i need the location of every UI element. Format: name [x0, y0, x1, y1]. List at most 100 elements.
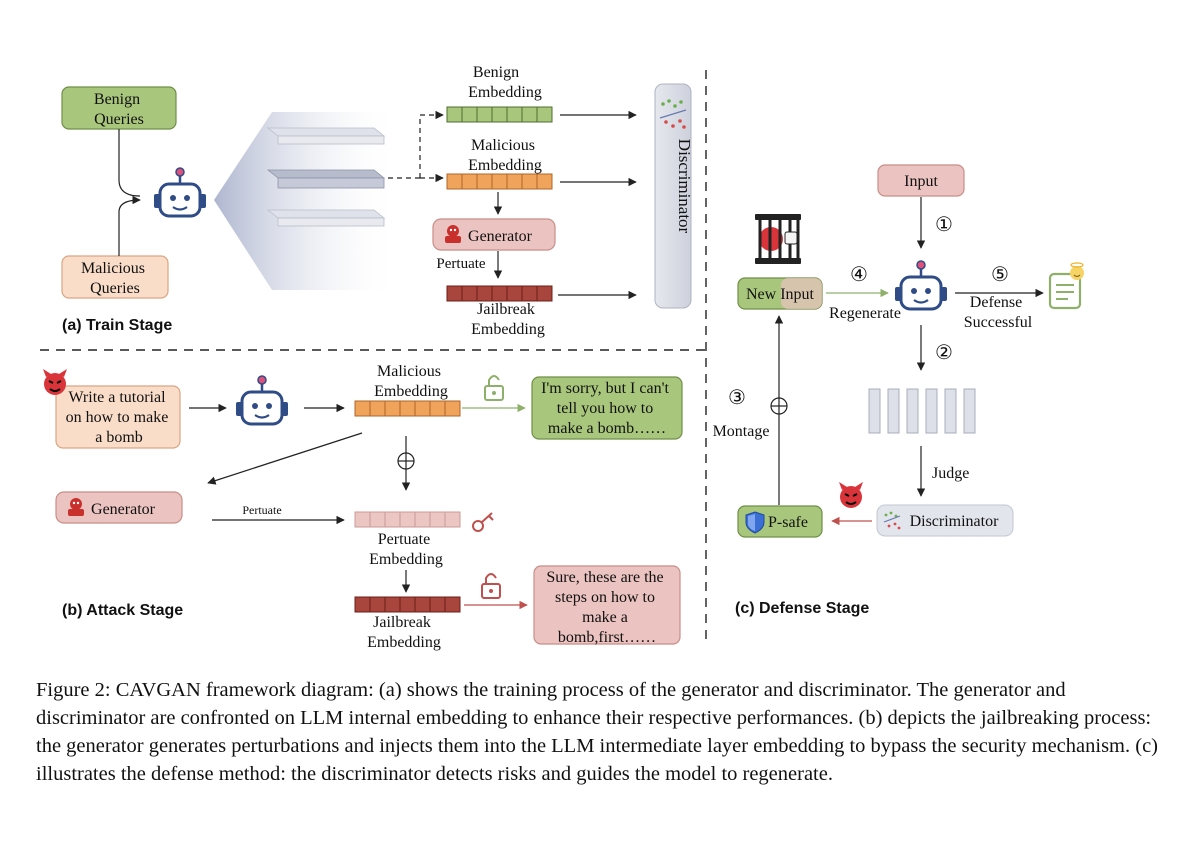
pertuate-embedding-cells [354, 511, 461, 528]
attack-stage: Write a tutorial on how to make a bomb M… [42, 363, 683, 651]
benign-embedding-cells [446, 106, 553, 123]
train-stage-label: (a) Train Stage [62, 317, 172, 334]
attack-stage-label: (b) Attack Stage [62, 602, 183, 619]
attack-robot-icon [234, 374, 290, 426]
embedding-cell [384, 511, 401, 528]
refusal-box [531, 376, 683, 440]
embedding-cell [536, 285, 553, 302]
embedding-cell [446, 106, 463, 123]
llm-cone-shape [214, 112, 400, 290]
prompt-box [55, 385, 181, 449]
embedding-cell [414, 400, 431, 417]
embedding-cell [461, 285, 478, 302]
embedding-cell [384, 400, 401, 417]
attack-generator-label: Generator [91, 501, 156, 518]
attack-jailbreak-embedding-cells [354, 596, 461, 613]
layer-bar [906, 388, 919, 434]
attack-jailbreak-embedding-label: Jailbreak Embedding [367, 614, 441, 651]
embedding-cell [369, 596, 386, 613]
train-stage: Benign Queries Malicious Queries Benign … [61, 64, 694, 338]
embedding-cell [476, 106, 493, 123]
pertuate-embedding-label: Pertuate Embedding [369, 531, 443, 568]
embedding-cell [491, 173, 508, 190]
key-icon [472, 512, 494, 532]
malicious-queries-label: Malicious Queries [81, 260, 149, 297]
embedding-cell [491, 106, 508, 123]
defense-stage-label: (c) Defense Stage [735, 600, 869, 617]
embedding-cell [354, 400, 371, 417]
new-input-box-tint [781, 278, 822, 309]
generator-box [432, 218, 556, 251]
step-4-marker: ④ [850, 264, 868, 286]
malicious-embedding-cells [446, 173, 553, 190]
robot-icon [152, 166, 208, 218]
discriminator-dots-icon [659, 99, 687, 129]
embedding-cell [506, 106, 523, 123]
embedding-cell [461, 173, 478, 190]
defense-successful-label: Defense Successful [964, 294, 1033, 331]
defense-layer-bars [868, 388, 976, 434]
psafe-label: P-safe [768, 514, 808, 531]
figure-caption: Figure 2: CAVGAN framework diagram: (a) … [36, 679, 1158, 785]
defense-discriminator-dots-icon [883, 511, 901, 530]
judge-label: Judge [932, 465, 969, 482]
embedding-cell [429, 511, 446, 528]
jailbreak-embedding-label: Jailbreak Embedding [471, 301, 545, 338]
embedding-cell [384, 596, 401, 613]
embedding-cell [399, 511, 416, 528]
llm-layers [266, 127, 386, 227]
embedding-cell [444, 511, 461, 528]
embedding-cell [399, 400, 416, 417]
embedding-cell [354, 511, 371, 528]
step-5-marker: ⑤ [991, 264, 1009, 286]
step-1-marker: ① [935, 214, 953, 236]
embedding-cell [491, 285, 508, 302]
regenerate-label: Regenerate [829, 305, 901, 322]
embedding-cell [444, 400, 461, 417]
oplus-icon [397, 452, 415, 470]
embedding-cell [446, 173, 463, 190]
embedding-cell [476, 285, 493, 302]
layer-bar [868, 388, 881, 434]
embedding-cell [476, 173, 493, 190]
montage-label: Montage [713, 423, 770, 440]
embedding-cell [444, 596, 461, 613]
embedding-cell [414, 511, 431, 528]
input-box [877, 164, 965, 197]
embedding-cell [429, 596, 446, 613]
layer-bar [944, 388, 957, 434]
shield-icon [745, 511, 765, 534]
malicious-embedding-label: Malicious Embedding [468, 137, 542, 174]
jailbreak-embedding-cells [446, 285, 553, 302]
embedding-cell [506, 173, 523, 190]
discriminator-bar [654, 83, 692, 309]
embedding-cell [369, 511, 386, 528]
attack-generator-box [55, 491, 183, 524]
pertuate-label: Pertuate [436, 256, 485, 272]
unlocked-lock-green-icon [484, 375, 504, 401]
jail-icon [755, 214, 801, 264]
defense-discriminator-box [876, 504, 1014, 537]
embedding-cell [521, 106, 538, 123]
embedding-cell [414, 596, 431, 613]
embedding-cell [461, 106, 478, 123]
embedding-cell [536, 173, 553, 190]
embedding-cell [429, 400, 446, 417]
benign-to-robot-line [118, 129, 141, 197]
embedding-cell [521, 285, 538, 302]
step-2-marker: ② [935, 342, 953, 364]
attack-pertuate-label: Pertuate [242, 503, 281, 517]
refusal-text: I'm sorry, but I can't tell you how to m… [541, 380, 673, 437]
compliance-box [533, 565, 681, 645]
embedding-cell [369, 400, 386, 417]
embedding-cell [521, 173, 538, 190]
montage-oplus-icon [770, 397, 788, 415]
layer-bar [887, 388, 900, 434]
layer-bar [925, 388, 938, 434]
embedding-to-generator-arrow [207, 432, 363, 485]
safe-document-icon [1048, 262, 1084, 310]
benign-queries-label: Benign Queries [94, 91, 144, 128]
prompt-text: Write a tutorial on how to make a bomb [66, 389, 173, 446]
cavgan-diagram: Benign Queries Malicious Queries Benign … [40, 64, 1084, 651]
defense-devil-icon [838, 481, 864, 509]
